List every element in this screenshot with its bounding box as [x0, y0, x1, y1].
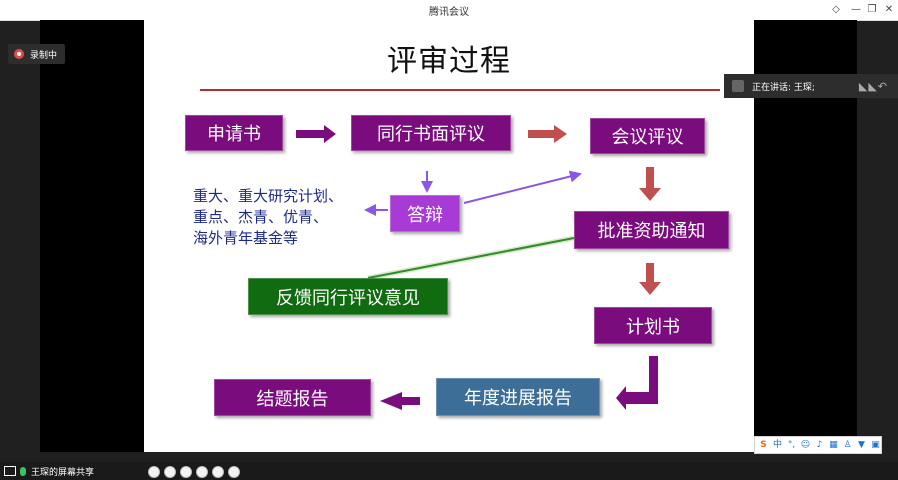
record-icon [14, 49, 24, 59]
sogou-logo-icon[interactable]: S [760, 440, 767, 450]
arrow-application-to-peer [296, 125, 336, 143]
toolbox-icon[interactable]: ▣ [871, 440, 880, 450]
slide-next-icon[interactable] [164, 466, 176, 478]
ime-toolbar[interactable]: S 中 °, ☺ ♪ ▦ ♙ ▼ ▣ [754, 436, 882, 454]
share-label: 王琛的屏幕共享 [31, 467, 95, 478]
page-number: 7 [717, 452, 724, 463]
shared-slide: 评审过程 申请书 同行书面评议 会议评议 答辩 批准资助通知 反馈同行评议意见 … [144, 20, 754, 463]
speaker-avatar [732, 80, 744, 92]
close-icon[interactable]: ✕ [884, 4, 894, 15]
box-defense: 答辩 [390, 195, 460, 232]
box-plan: 计划书 [594, 307, 712, 344]
box-annual-report: 年度进展报告 [436, 378, 600, 416]
keyboard-icon[interactable]: ▦ [829, 440, 838, 450]
pen-icon[interactable] [180, 466, 192, 478]
pin-icon[interactable]: ◇ [832, 4, 840, 15]
mic-icon[interactable] [20, 466, 26, 476]
title-divider [200, 89, 720, 91]
arrow-defense-to-meeting [463, 170, 582, 204]
recording-label: 录制中 [30, 50, 58, 61]
emoji-icon[interactable]: ☺ [800, 440, 811, 450]
slides-icon[interactable] [196, 466, 208, 478]
line-approval-to-feedback-inner [367, 237, 575, 279]
restore-icon[interactable]: ❐ [867, 4, 877, 15]
box-application: 申请书 [185, 115, 283, 151]
arrow-meeting-to-approval [639, 167, 661, 201]
box-meeting-review: 会议评议 [590, 118, 705, 154]
box-peer-review: 同行书面评议 [351, 115, 511, 151]
box-final-report: 结题报告 [214, 379, 371, 416]
arrow-plan-to-annual [616, 356, 658, 410]
user-icon[interactable]: ♙ [843, 440, 852, 450]
more-icon[interactable] [228, 466, 240, 478]
project-types-note: 重大、重大研究计划、 重点、杰青、优青、 海外青年基金等 [193, 186, 343, 249]
collapse-arrows-icon[interactable]: ◣◣↶ [858, 80, 888, 93]
box-feedback: 反馈同行评议意见 [248, 278, 448, 315]
speaking-text: 正在讲话: 王琛; [752, 82, 815, 93]
recording-badge[interactable]: 录制中 [8, 44, 66, 64]
arrow-annual-to-final [380, 392, 420, 410]
ime-language[interactable]: 中 [772, 440, 782, 450]
slide-title: 评审过程 [387, 44, 511, 79]
screen-share-icon [4, 466, 16, 476]
minimize-icon[interactable]: — [851, 4, 861, 15]
flow-arrows [296, 125, 661, 410]
arrow-approval-to-plan [639, 263, 661, 295]
note-line: 重点、杰青、优青、 [193, 208, 329, 226]
window-title: 腾讯会议 [429, 7, 469, 18]
zoom-icon[interactable] [212, 466, 224, 478]
arrow-peer-to-meeting [528, 125, 567, 143]
bottom-bar: 王琛的屏幕共享 [0, 462, 898, 480]
title-bar: 腾讯会议 ◇ — ❐ ✕ [0, 0, 898, 21]
voice-icon[interactable]: ♪ [816, 440, 823, 450]
skin-icon[interactable]: ▼ [858, 440, 865, 450]
note-line: 海外青年基金等 [193, 229, 299, 247]
slide-prev-icon[interactable] [148, 466, 160, 478]
punctuation-icon[interactable]: °, [787, 440, 796, 450]
left-letterbox [40, 20, 144, 452]
note-line: 重大、重大研究计划、 [193, 187, 344, 205]
box-approval-notice: 批准资助通知 [574, 211, 729, 249]
speaking-indicator: 正在讲话: 王琛; ◣◣↶ [724, 74, 898, 98]
